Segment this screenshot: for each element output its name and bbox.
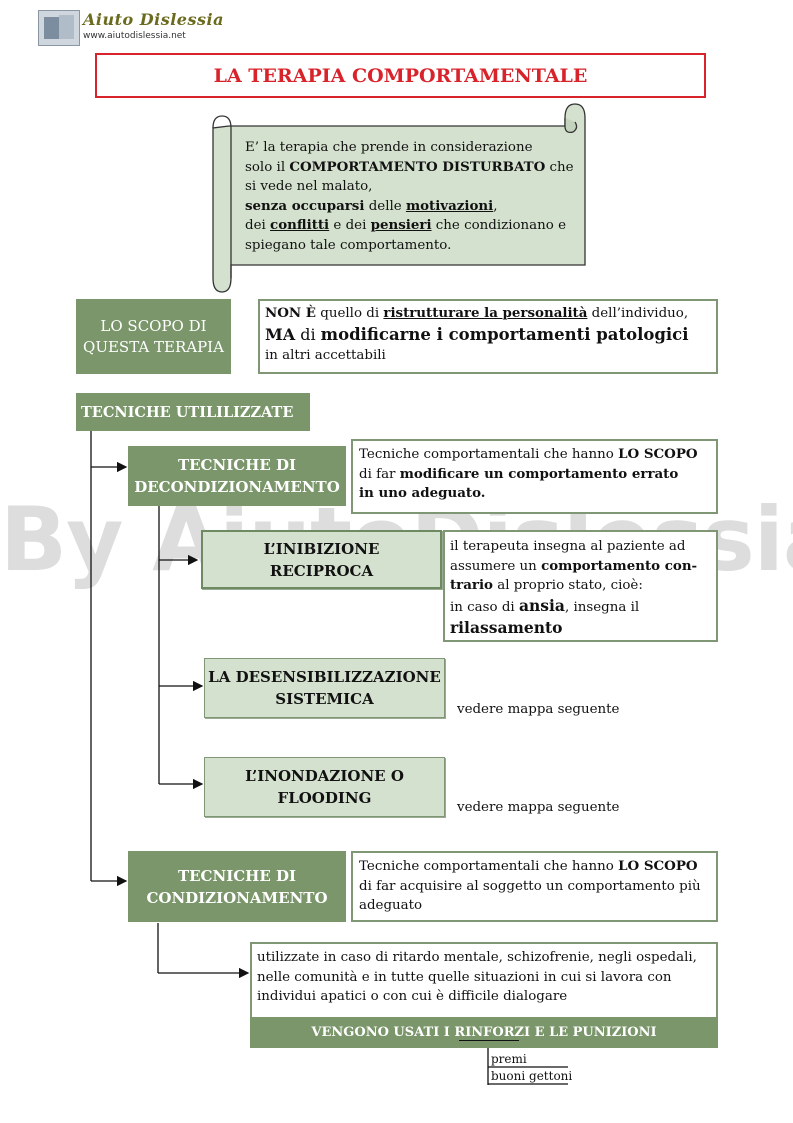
- decond-text: Tecniche comportamentali che hanno LO SC…: [351, 439, 718, 514]
- reward-item-premi: premi: [491, 1052, 527, 1066]
- reward-item-gettoni: buoni gettoni: [491, 1069, 573, 1083]
- inibizione-text: il terapeuta insegna al paziente ad assu…: [443, 530, 718, 642]
- book-icon: [38, 10, 80, 46]
- scope-text: NON È quello di ristrutturare la persona…: [258, 299, 718, 374]
- banner-underline: [459, 1040, 519, 1041]
- desens-note: vedere mappa seguente: [457, 702, 620, 717]
- definition-text: E’ la terapia che prende in considerazio…: [245, 140, 574, 253]
- cond-text: Tecniche comportamentali che hanno LO SC…: [351, 851, 718, 922]
- logo-url: www.aiutodislessia.net: [83, 31, 186, 41]
- usage-text: utilizzate in caso di ritardo mentale, s…: [250, 942, 718, 1017]
- site-logo: Aiuto Dislessia www.aiutodislessia.net: [38, 10, 223, 46]
- page-title: LA TERAPIA COMPORTAMENTALE: [95, 53, 706, 98]
- techniques-header: TECNICHE UTILILIZZATE: [76, 393, 310, 431]
- scroll-shape: [212, 103, 586, 293]
- logo-name: Aiuto Dislessia: [83, 10, 224, 29]
- usage-banner: VENGONO USATI I RINFORZI E LE PUNIZIONI: [250, 1017, 718, 1048]
- flooding-note: vedere mappa seguente: [457, 800, 620, 815]
